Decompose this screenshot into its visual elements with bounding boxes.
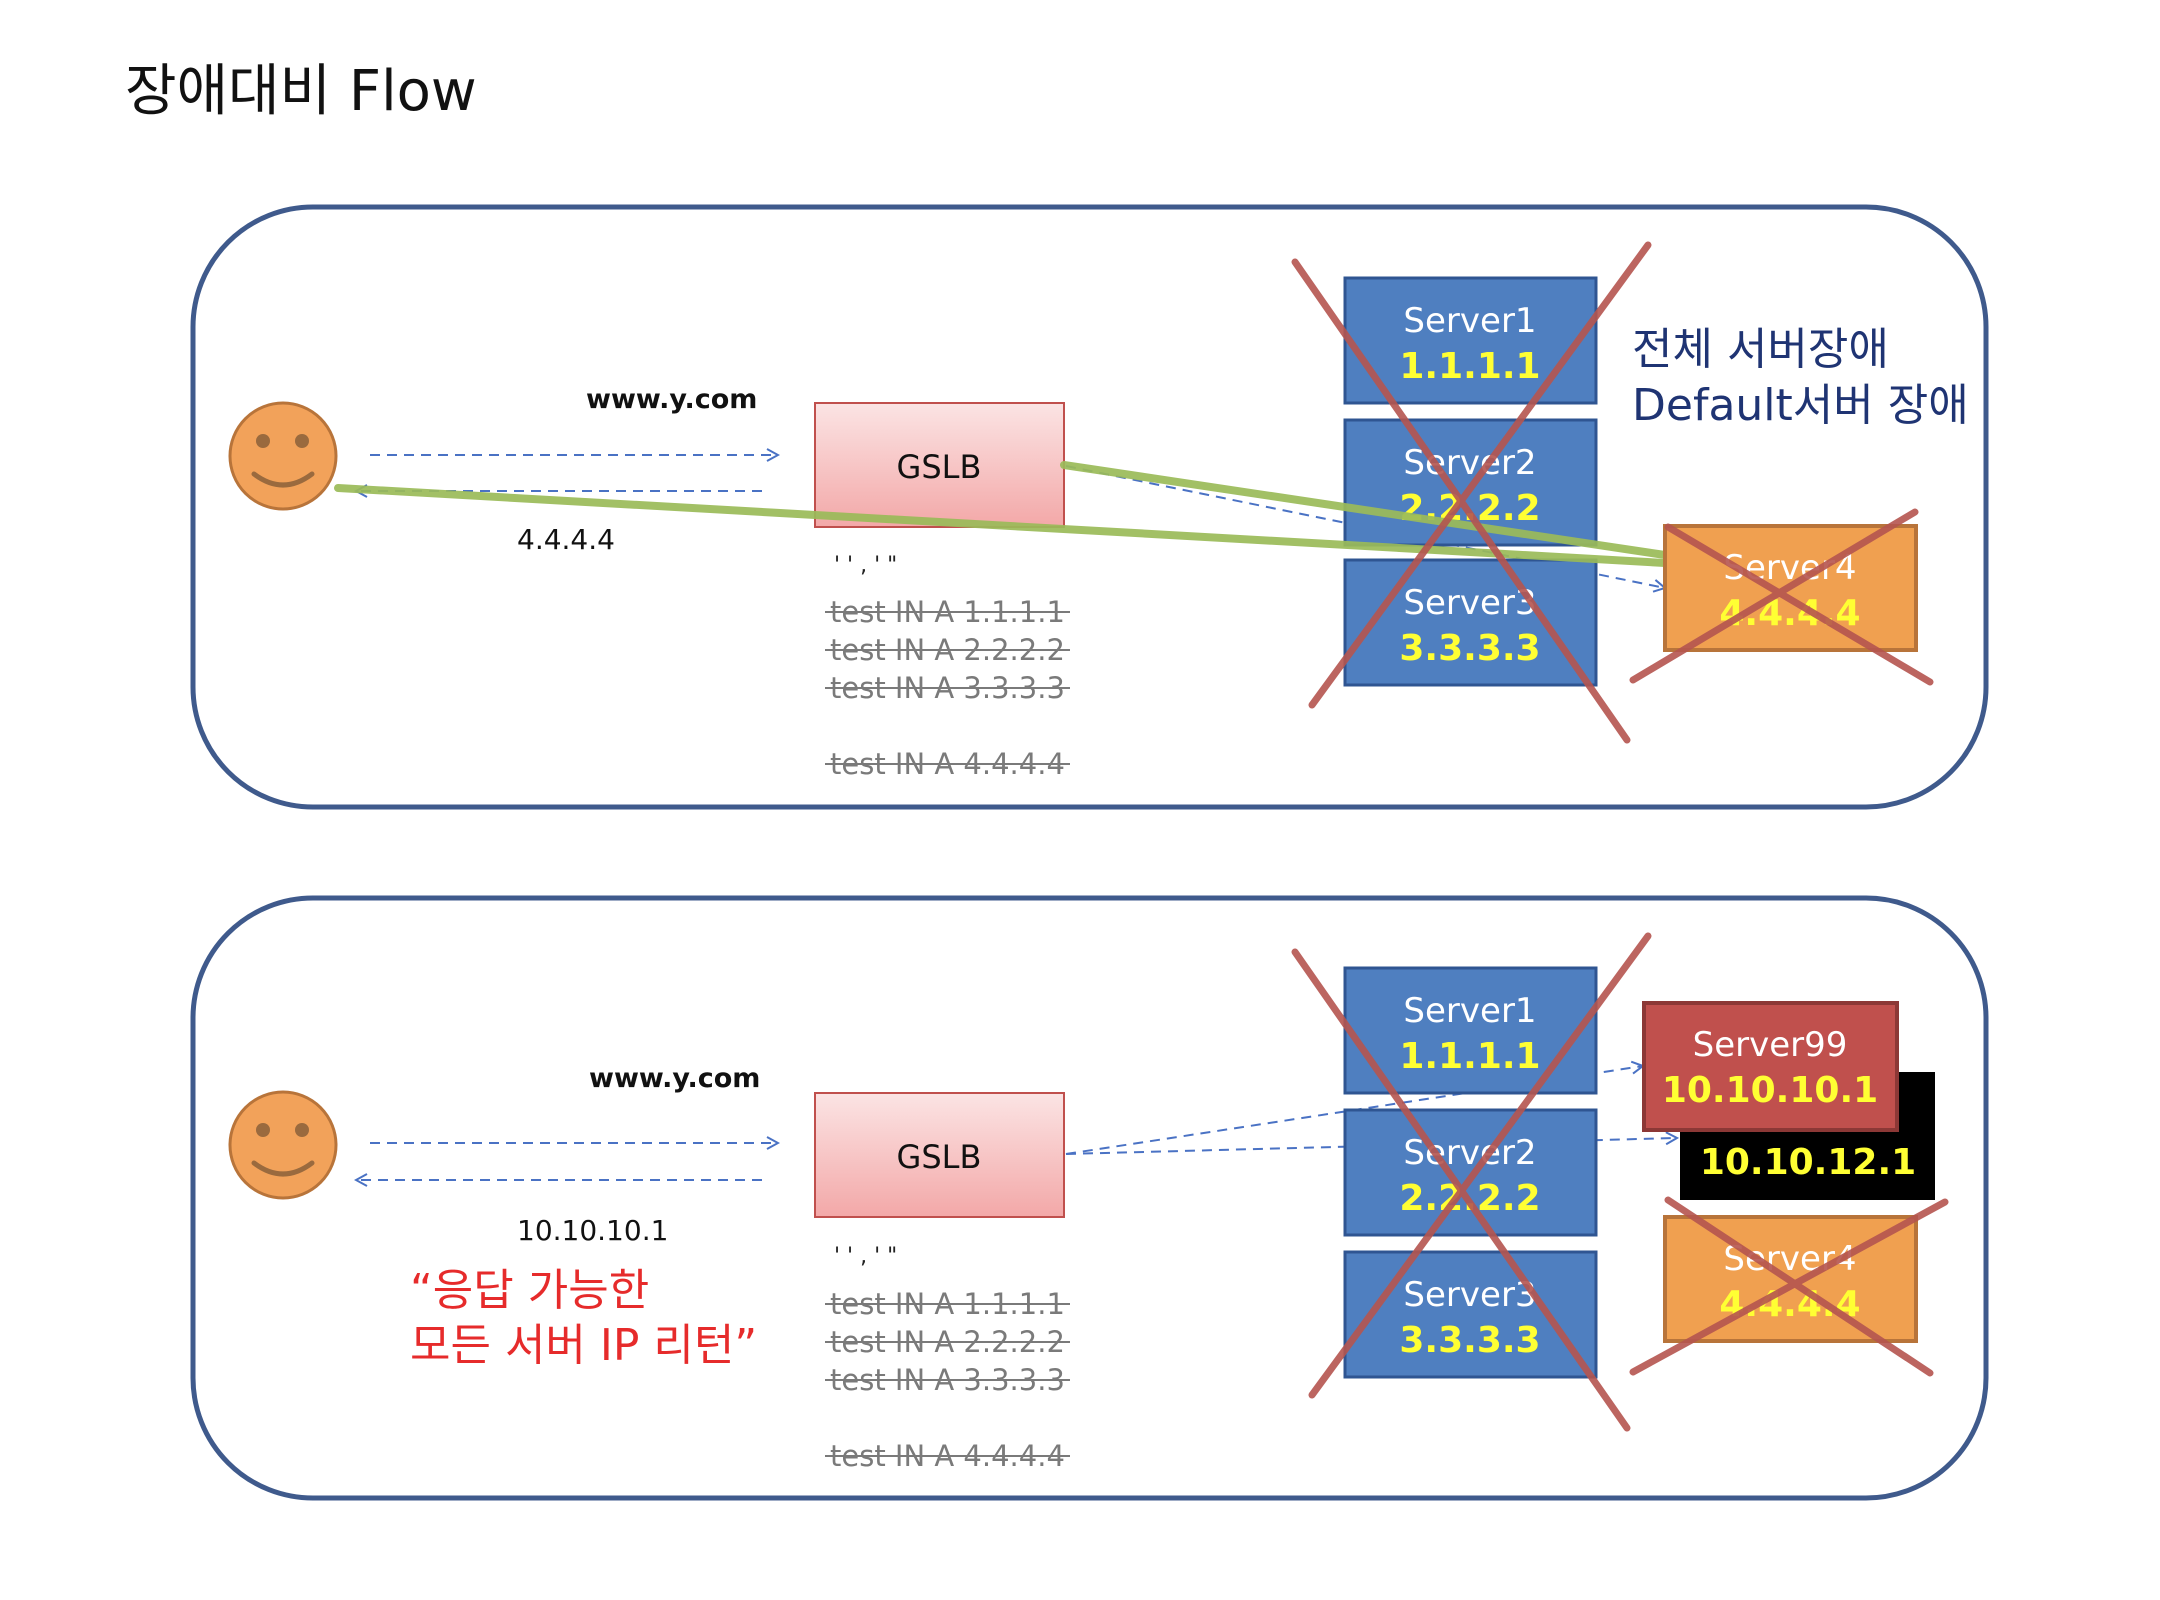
records-header: ' ' , ' " <box>834 553 897 578</box>
server-ip: 3.3.3.3 <box>1399 1320 1540 1361</box>
server-3: Server3 3.3.3.3 <box>1343 558 1598 687</box>
server-name: Server3 <box>1403 1275 1536 1315</box>
server-name: Server4 <box>1723 548 1856 588</box>
query-domain-label: www.y.com <box>586 384 757 415</box>
smiley-face-icon <box>228 401 338 511</box>
panel-1-frame <box>190 204 1989 810</box>
gslb-box <box>814 1092 1065 1218</box>
page-title: 장애대비 Flow <box>125 59 477 124</box>
panel-2: www.y.com GSLB 10.10.10.1 ' ' , ' " test… <box>190 895 1989 1501</box>
server-ip: 1.1.1.1 <box>1399 346 1540 387</box>
server-ip: 1.1.1.1 <box>1399 1036 1540 1077</box>
server-3: Server3 3.3.3.3 <box>1343 1250 1598 1379</box>
failure-note-line-2: Default서버 장애 <box>1632 380 1969 431</box>
cross-out-icon <box>1291 932 1652 1432</box>
server-2: Server2 2.2.2.2 <box>1343 1108 1598 1237</box>
gslb-box <box>814 402 1065 528</box>
query-domain-label: www.y.com <box>589 1063 760 1094</box>
response-ip-label: 4.4.4.4 <box>517 523 615 556</box>
response-note-line-2: 모든 서버 IP 리턴” <box>410 1320 757 1371</box>
gslb-label: GSLB <box>897 1138 982 1176</box>
smiley-face-icon <box>228 1090 338 1200</box>
records-header: ' ' , ' " <box>834 1244 897 1269</box>
server-1: Server1 1.1.1.1 <box>1343 966 1598 1095</box>
server-1: Server1 1.1.1.1 <box>1343 276 1598 405</box>
failover-flow-lines <box>334 461 1669 567</box>
server-name: Server99 <box>1693 1025 1848 1065</box>
server-name: Server1 <box>1403 991 1536 1031</box>
backup-server-99: Server99 10.10.10.1 <box>1642 1001 1899 1132</box>
server-name: Server3 <box>1403 583 1536 623</box>
record-strikethroughs <box>825 1303 1070 1457</box>
server-ip: 10.10.12.1 <box>1700 1142 1916 1183</box>
cross-out-icon <box>1629 1196 1949 1377</box>
response-ip-label: 10.10.10.1 <box>517 1214 668 1247</box>
failure-note-line-1: 전체 서버장애 <box>1632 324 1889 375</box>
cross-out-icon <box>1291 241 1652 744</box>
panel-1: www.y.com GSLB 4.4.4.4 ' ' , ' " test IN… <box>190 204 1989 810</box>
response-note-line-1: “응답 가능한 <box>410 1265 649 1316</box>
server-name: Server1 <box>1403 301 1536 341</box>
gslb-label: GSLB <box>897 448 982 486</box>
server-ip: 4.4.4.4 <box>1719 1284 1860 1325</box>
server-ip: 3.3.3.3 <box>1399 628 1540 669</box>
record-strikethroughs <box>825 611 1070 765</box>
server-ip: 10.10.10.1 <box>1662 1070 1878 1111</box>
cross-out-icon <box>1629 508 1934 686</box>
